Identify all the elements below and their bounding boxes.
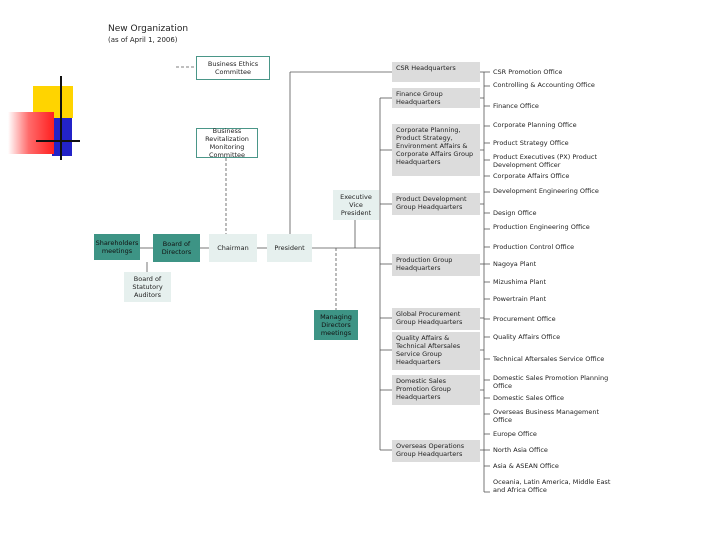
board-of-statutory-auditors: Board of Statutory Auditors — [124, 272, 171, 302]
group-hq-product-development: Product Development Group Headquarters — [392, 193, 480, 215]
office-item: Asia & ASEAN Office — [493, 462, 611, 470]
office-item: Controlling & Accounting Office — [493, 81, 611, 89]
group-hq-finance: Finance Group Headquarters — [392, 88, 480, 108]
office-item: Procurement Office — [493, 315, 611, 323]
office-item: Oceania, Latin America, Middle East and … — [493, 478, 611, 494]
office-item: Technical Aftersales Service Office — [493, 355, 611, 363]
group-hq-domestic-sales: Domestic Sales Promotion Group Headquart… — [392, 375, 480, 405]
business-ethics-committee: Business Ethics Committee — [196, 56, 270, 80]
office-item: Powertrain Plant — [493, 295, 611, 303]
office-item: Design Office — [493, 209, 611, 217]
office-item: Europe Office — [493, 430, 611, 438]
group-hq-overseas-operations: Overseas Operations Group Headquarters — [392, 440, 480, 462]
shareholders-meetings: Shareholders meetings — [94, 234, 140, 260]
office-item: Product Strategy Office — [493, 139, 611, 147]
group-hq-corporate-planning: Corporate Planning, Product Strategy, En… — [392, 124, 480, 176]
office-item: Finance Office — [493, 102, 611, 110]
executive-vice-president: Executive Vice President — [333, 190, 379, 220]
office-item: Corporate Planning Office — [493, 121, 611, 129]
office-item: Domestic Sales Promotion Planning Office — [493, 374, 611, 390]
group-hq-production: Production Group Headquarters — [392, 254, 480, 276]
office-item: Production Control Office — [493, 243, 611, 251]
office-item: Domestic Sales Office — [493, 394, 611, 402]
office-item: Quality Affairs Office — [493, 333, 611, 341]
office-item: Product Executives (PX) Product Developm… — [493, 153, 611, 169]
business-revitalization-committee: Business Revitalization Monitoring Commi… — [196, 128, 258, 158]
chairman-box: Chairman — [209, 234, 257, 262]
office-item: Mizushima Plant — [493, 278, 611, 286]
office-item: Development Engineering Office — [493, 187, 611, 195]
office-item: North Asia Office — [493, 446, 611, 454]
board-of-directors: Board of Directors — [153, 234, 200, 262]
office-item: Corporate Affairs Office — [493, 172, 611, 180]
office-item: Overseas Business Management Office — [493, 408, 611, 424]
group-hq-quality-affairs: Quality Affairs & Technical Aftersales S… — [392, 332, 480, 370]
office-item: Nagoya Plant — [493, 260, 611, 268]
president-box: President — [267, 234, 312, 262]
group-hq-csr: CSR Headquarters — [392, 62, 480, 82]
managing-directors-meetings: Managing Directors meetings — [314, 310, 358, 340]
office-item: Production Engineering Office — [493, 223, 611, 231]
group-hq-global-procurement: Global Procurement Group Headquarters — [392, 308, 480, 330]
office-item: CSR Promotion Office — [493, 68, 611, 76]
